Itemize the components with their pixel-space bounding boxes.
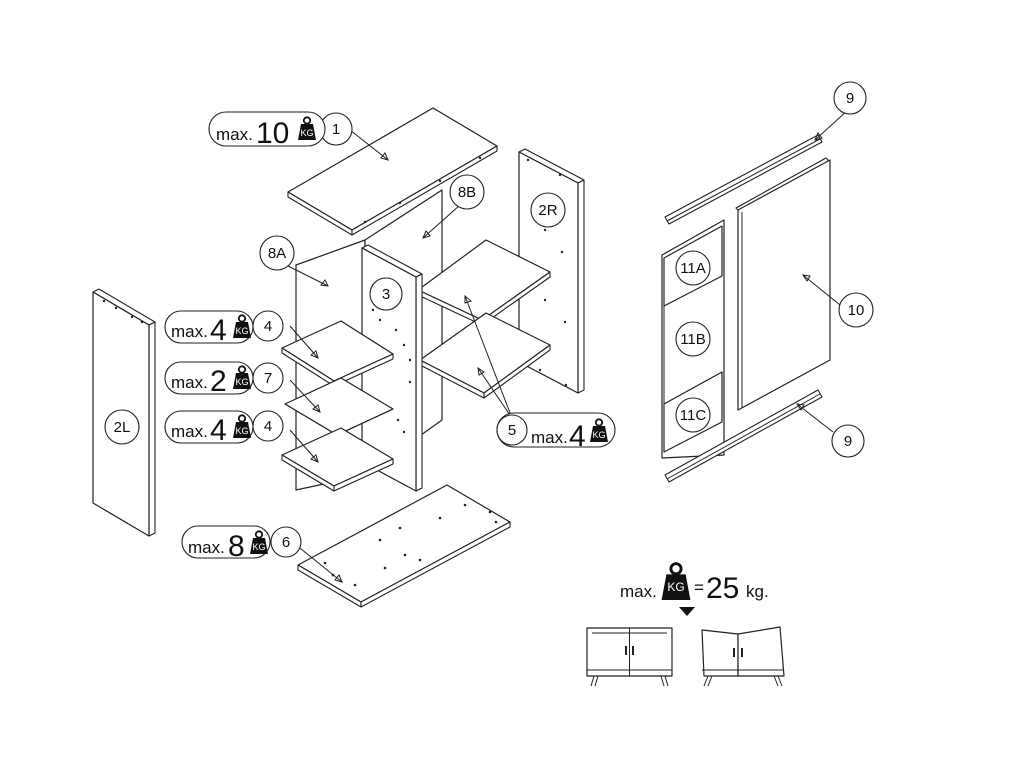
svg-text:8: 8 (228, 530, 245, 563)
callout-part-1: 1 (319, 112, 353, 146)
svg-text:11A: 11A (680, 260, 706, 277)
svg-text:25: 25 (706, 572, 739, 605)
svg-text:4: 4 (210, 414, 227, 447)
cabinet-straight-legs-icon (586, 627, 673, 687)
cabinet-angled-doors-icon (701, 626, 785, 687)
svg-text:9: 9 (844, 433, 852, 450)
svg-text:9: 9 (846, 90, 854, 107)
callout-part-10: 10 (838, 292, 874, 328)
rail-9-bottom (664, 389, 834, 483)
callout-part-3: 3 (369, 277, 403, 311)
svg-text:max.: max. (171, 422, 208, 441)
load-label-part-6: max. 8 KG 6 (181, 525, 302, 563)
svg-text:max.: max. (188, 538, 225, 557)
callout-part-8a: 8A (259, 235, 295, 271)
svg-text:11C: 11C (680, 407, 707, 424)
svg-text:max.: max. (620, 582, 657, 601)
svg-text:KG: KG (252, 542, 265, 552)
leader-5 (464, 294, 513, 419)
svg-text:KG: KG (667, 580, 684, 594)
svg-text:4: 4 (264, 318, 272, 335)
svg-text:8A: 8A (268, 245, 286, 262)
svg-text:4: 4 (264, 418, 272, 435)
callout-part-9-top: 9 (833, 81, 867, 115)
shelf-7-glass (284, 377, 394, 436)
svg-text:KG: KG (235, 377, 248, 387)
svg-text:4: 4 (569, 420, 586, 453)
svg-text:6: 6 (282, 534, 290, 551)
svg-text:KG: KG (235, 426, 248, 436)
total-load-label: max. KG = 25 kg. (620, 562, 769, 616)
svg-text:max.: max. (216, 125, 253, 144)
load-label-part-1: max. 10 KG (208, 111, 326, 150)
svg-text:max.: max. (171, 322, 208, 341)
svg-text:kg.: kg. (746, 582, 769, 601)
svg-text:=: = (694, 578, 704, 597)
callout-part-2l: 2L (104, 409, 140, 445)
svg-text:5: 5 (508, 422, 516, 439)
load-label-part-5: 5 max. 4 KG (496, 412, 616, 453)
svg-text:8B: 8B (458, 184, 476, 201)
svg-text:max.: max. (171, 373, 208, 392)
callout-part-11b: 11B (675, 321, 711, 357)
svg-text:3: 3 (382, 286, 390, 303)
svg-text:11B: 11B (680, 331, 706, 348)
shelf-4-lower (281, 427, 394, 492)
panel-3-divider (361, 244, 423, 492)
callout-part-2r: 2R (530, 192, 566, 228)
svg-text:max.: max. (531, 428, 568, 447)
svg-text:KG: KG (300, 128, 313, 138)
svg-text:4: 4 (210, 314, 227, 347)
callout-part-11c: 11C (675, 397, 711, 433)
shelf-5-lower (419, 312, 551, 399)
door-10 (735, 157, 841, 411)
callout-part-8b: 8B (449, 174, 485, 210)
rail-9-top (664, 109, 849, 225)
svg-text:KG: KG (592, 430, 605, 440)
svg-text:2R: 2R (538, 202, 557, 219)
svg-text:2: 2 (210, 365, 227, 398)
panel-1-top (287, 107, 498, 236)
svg-text:KG: KG (235, 326, 248, 336)
down-arrow-icon (679, 607, 695, 616)
panel-6-bottom (289, 484, 511, 608)
svg-text:10: 10 (256, 117, 289, 150)
load-label-part-4-upper: max. 4 KG 4 (164, 310, 284, 347)
load-label-part-7: max. 2 KG 7 (164, 361, 284, 398)
callout-part-9-bottom: 9 (831, 424, 865, 458)
svg-text:7: 7 (264, 370, 272, 387)
svg-text:10: 10 (848, 302, 865, 319)
load-label-part-4-lower: max. 4 KG 4 (164, 410, 284, 447)
svg-text:1: 1 (332, 121, 340, 138)
callout-part-11a: 11A (675, 250, 711, 286)
shelf-5-upper (417, 239, 551, 326)
svg-text:2L: 2L (114, 419, 131, 436)
